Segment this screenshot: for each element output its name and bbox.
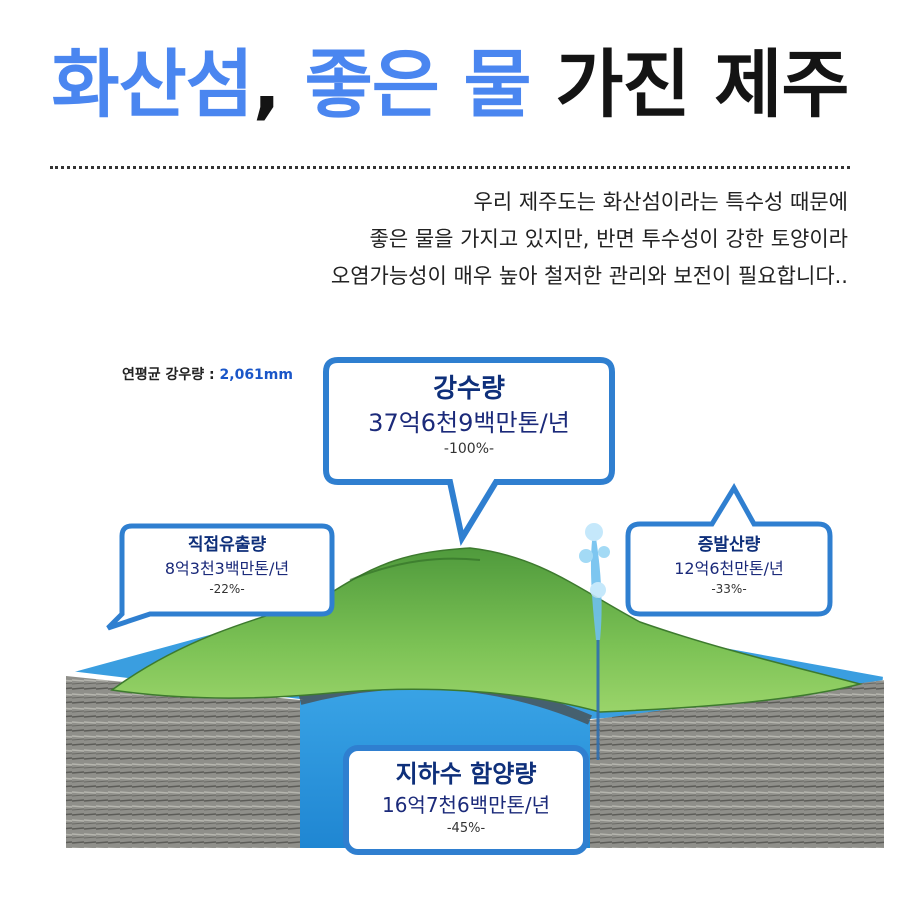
description-line-1: 우리 제주도는 화산섬이라는 특수성 때문에 xyxy=(473,190,848,214)
callout-evaporation: 증발산량 12억6천만톤/년 -33%- xyxy=(628,533,830,597)
evaporation-percent: -33%- xyxy=(711,582,747,596)
title-part-1: 화산섬 xyxy=(51,42,253,128)
description-text: 우리 제주도는 화산섬이라는 특수성 때문에 좋은 물을 가지고 있지만, 반면… xyxy=(88,184,848,295)
water-spout xyxy=(579,523,610,760)
title-part-2: 좋은 물 xyxy=(304,42,532,128)
runoff-percent: -22%- xyxy=(209,582,245,596)
groundwater-percent: -45%- xyxy=(446,821,486,836)
callout-groundwater: 지하수 함양량 16억7천6백만톤/년 -45%- xyxy=(346,758,586,838)
precipitation-value: 37억6천9백만톤/년 xyxy=(368,409,570,437)
rainfall-label: 연평균 강우량 : xyxy=(122,367,220,383)
page-title: 화산섬, 좋은 물 가진 제주 xyxy=(0,48,900,122)
rock-strata-left xyxy=(66,676,300,848)
callout-evaporation-shape xyxy=(625,483,833,617)
groundwater-value: 16억7천6백만톤/년 xyxy=(381,793,551,817)
evaporation-title: 증발산량 xyxy=(697,535,761,555)
description-line-2: 좋은 물을 가지고 있지만, 반면 투수성이 강한 토양이라 xyxy=(369,227,848,251)
evaporation-value: 12억6천만톤/년 xyxy=(674,559,784,578)
rock-strata-right xyxy=(590,680,884,848)
dotted-divider xyxy=(50,166,850,169)
callout-runoff: 직접유출량 8억3천3백만톤/년 -22%- xyxy=(122,533,332,597)
title-part-3: 가진 제주 xyxy=(555,42,849,128)
callout-groundwater-shape xyxy=(343,745,589,855)
precipitation-percent: -100%- xyxy=(443,441,495,457)
groundwater-title: 지하수 함양량 xyxy=(395,760,537,788)
callout-runoff-shape xyxy=(106,523,335,631)
runoff-value: 8억3천3백만톤/년 xyxy=(164,559,290,578)
volcanic-island xyxy=(110,547,863,713)
annual-rainfall: 연평균 강우량 : 2,061mm xyxy=(122,364,293,384)
runoff-title: 직접유출량 xyxy=(187,535,267,555)
precipitation-title: 강수량 xyxy=(433,374,505,404)
description-line-3: 오염가능성이 매우 높아 철저한 관리와 보전이 필요합니다.. xyxy=(330,264,848,288)
callout-precipitation: 강수량 37억6천9백만톤/년 -100%- xyxy=(326,372,612,458)
title-comma: , xyxy=(252,42,281,128)
rainfall-value: 2,061mm xyxy=(219,367,293,383)
callout-precipitation-shape xyxy=(323,357,615,547)
